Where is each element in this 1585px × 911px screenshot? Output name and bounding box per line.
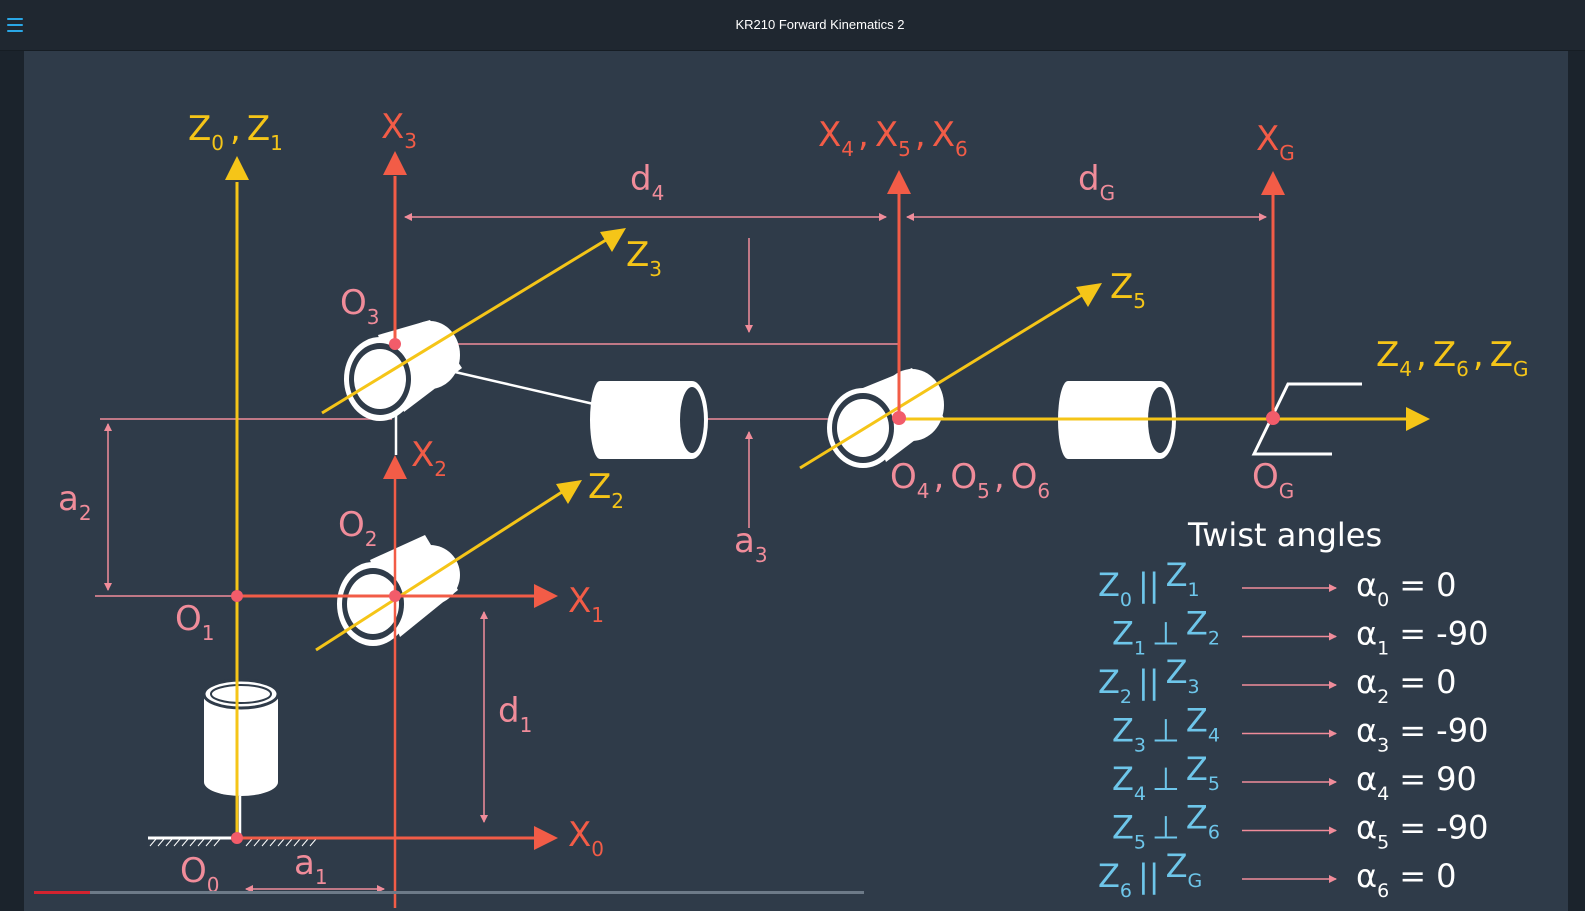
twist-relation: Z4⊥Z5 <box>1112 750 1220 805</box>
label-z3: Z3 <box>626 235 662 281</box>
label-dg: dG <box>1078 159 1115 205</box>
label-o0: O0 <box>180 851 220 897</box>
twist-relation: Z0||Z1 <box>1098 556 1200 611</box>
twist-alpha-value: α0= 0 <box>1356 566 1457 611</box>
page-title: KR210 Forward Kinematics 2 <box>735 17 905 32</box>
joint-3 <box>344 320 462 421</box>
twist-row: Z5⊥Z6 α5= -90 <box>1112 799 1488 854</box>
label-a2: a2 <box>58 479 92 525</box>
twist-angles-title: Twist angles <box>1187 516 1382 554</box>
top-bar: KR210 Forward Kinematics 2 <box>0 0 1585 51</box>
video-progress-track[interactable] <box>34 891 864 894</box>
video-progress-played[interactable] <box>34 891 90 894</box>
joint-2 <box>337 535 460 646</box>
twist-alpha-value: α3= -90 <box>1356 712 1488 757</box>
label-d1: d1 <box>498 691 532 737</box>
label-z4-z6-zg: Z4,Z6,ZG <box>1376 335 1528 381</box>
twist-row: Z6||ZG α6= 0 <box>1098 847 1457 902</box>
label-o4-o5-o6: O4,O5,O6 <box>890 457 1050 503</box>
axis-labels: Z0,Z1 X3 X4,X5,X6 XG d4 dG Z3 Z5 Z4,Z6,Z… <box>58 107 1528 897</box>
twist-row: Z3⊥Z4 α3= -90 <box>1112 702 1488 757</box>
hamburger-menu-icon[interactable] <box>2 12 28 38</box>
label-x3: X3 <box>381 107 417 153</box>
label-o2: O2 <box>338 505 378 551</box>
z-axes <box>225 156 1430 838</box>
label-z0-z1: Z0,Z1 <box>188 109 283 155</box>
base-joint <box>202 678 280 796</box>
robot-links <box>238 370 599 838</box>
label-d4: d4 <box>630 159 664 205</box>
label-o3: O3 <box>340 283 380 329</box>
twist-row: Z0||Z1 α0= 0 <box>1098 556 1457 611</box>
twist-relation: Z2||Z3 <box>1098 653 1200 708</box>
twist-relation: Z6||ZG <box>1098 847 1202 902</box>
twist-row: Z2||Z3 α2= 0 <box>1098 653 1457 708</box>
label-x4-x5-x6: X4,X5,X6 <box>818 115 968 161</box>
twist-alpha-value: α5= -90 <box>1356 809 1488 854</box>
label-a1: a1 <box>294 843 328 889</box>
label-xg: XG <box>1256 119 1295 165</box>
label-x1: X1 <box>568 581 604 627</box>
label-x2: X2 <box>411 435 447 481</box>
twist-row: Z4⊥Z5 α4= 90 <box>1112 750 1477 805</box>
twist-alpha-value: α4= 90 <box>1356 760 1477 805</box>
twist-relation: Z1⊥Z2 <box>1112 605 1220 660</box>
kinematics-diagram: Z0,Z1 X3 X4,X5,X6 XG d4 dG Z3 Z5 Z4,Z6,Z… <box>58 107 1528 908</box>
left-rail <box>0 51 24 911</box>
right-edge <box>1568 51 1585 911</box>
label-og: OG <box>1252 457 1294 503</box>
label-z5: Z5 <box>1110 267 1146 313</box>
twist-alpha-value: α2= 0 <box>1356 663 1457 708</box>
label-a3: a3 <box>734 521 768 567</box>
twist-alpha-value: α6= 0 <box>1356 857 1457 902</box>
label-z2: Z2 <box>588 467 624 513</box>
origin-points <box>231 338 1280 844</box>
twist-alpha-value: α1= -90 <box>1356 615 1488 660</box>
dimension-arrows <box>104 213 1267 893</box>
twist-relation: Z3⊥Z4 <box>1112 702 1220 757</box>
x-axes <box>237 151 1285 908</box>
link-cylinder-1 <box>590 381 708 459</box>
label-o1: O1 <box>175 599 215 645</box>
twist-row: Z1⊥Z2 α1= -90 <box>1112 605 1488 660</box>
twist-relation: Z5⊥Z6 <box>1112 799 1220 854</box>
label-x0: X0 <box>568 815 604 861</box>
video-frame[interactable]: Z0,Z1 X3 X4,X5,X6 XG d4 dG Z3 Z5 Z4,Z6,Z… <box>24 51 1568 911</box>
